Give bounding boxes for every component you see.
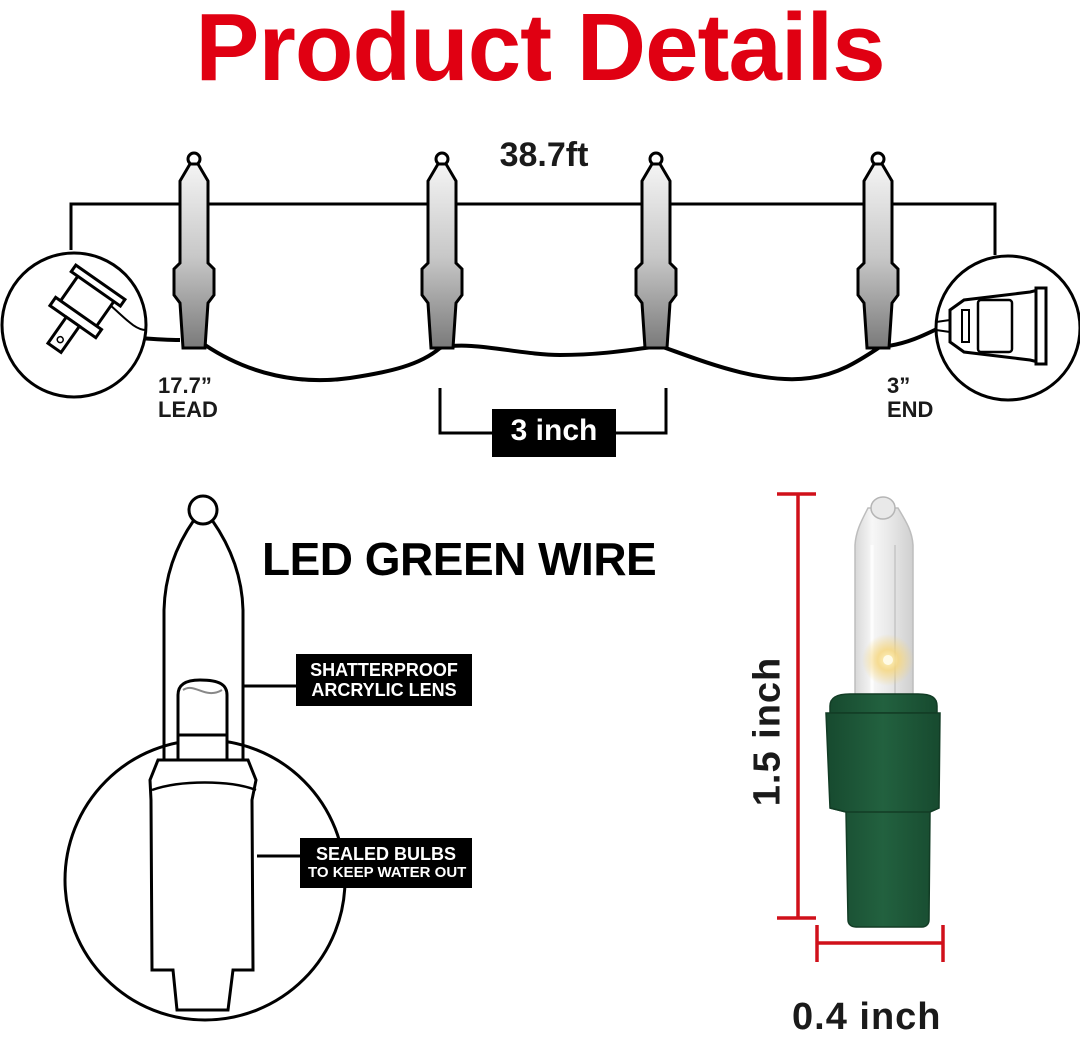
callout-line1: SEALED BULBS — [315, 844, 456, 864]
callout-line1: SHATTERPROOF — [310, 660, 458, 680]
callout-line2: ARCRYLIC LENS — [311, 680, 457, 700]
bulb-detail-heading: LED GREEN WIRE — [262, 533, 657, 585]
dimension-lines — [777, 492, 945, 962]
bulb-outline-drawing — [63, 494, 347, 1022]
lead-text: LEAD — [158, 397, 218, 422]
callout-shatterproof-lens: SHATTERPROOF ARCRYLIC LENS — [296, 654, 472, 706]
page-title: Product Details — [195, 0, 885, 101]
lead-length: 17.7” — [158, 373, 212, 398]
total-length-label: 38.7ft — [499, 136, 589, 174]
length-bracket — [69, 202, 997, 255]
end-text: END — [887, 397, 934, 422]
lead-label: 17.7” LEAD — [158, 374, 218, 422]
bulb-photo — [825, 496, 941, 928]
end-label: 3” END — [887, 374, 933, 422]
height-dimension-label: 1.5 inch — [746, 656, 789, 807]
end-length: 3” — [887, 373, 911, 398]
male-plug-icon — [0, 251, 148, 399]
callout-line2: TO KEEP WATER OUT — [308, 864, 467, 881]
female-connector-icon — [934, 254, 1080, 402]
callout-sealed-bulbs: SEALED BULBS TO KEEP WATER OUT — [300, 838, 472, 888]
width-dimension-label: 0.4 inch — [792, 996, 942, 1038]
spacing-label: 3 inch — [492, 409, 616, 457]
